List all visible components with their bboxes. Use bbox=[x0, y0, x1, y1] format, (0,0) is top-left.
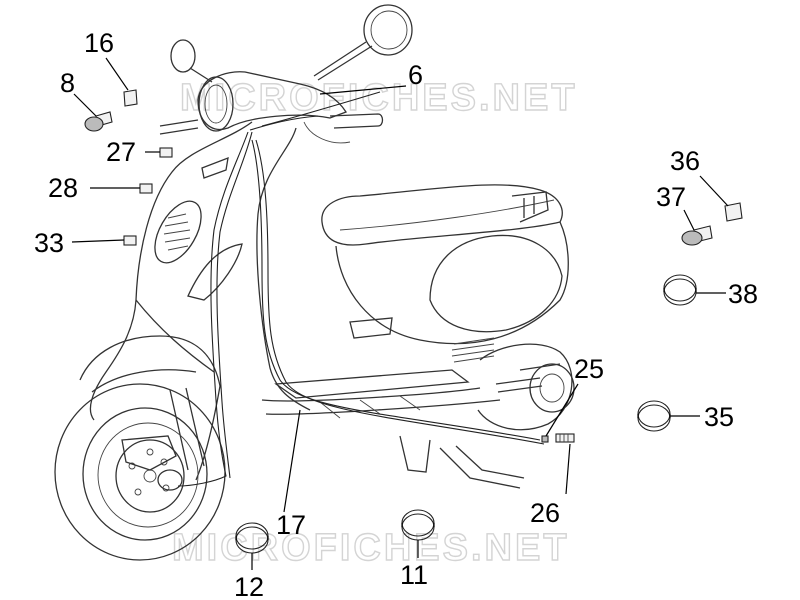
bolt-26 bbox=[555, 433, 575, 443]
callout-6: 6 bbox=[408, 60, 423, 90]
callout-33: 33 bbox=[34, 228, 64, 258]
front-shield bbox=[89, 121, 253, 421]
callout-28: 28 bbox=[48, 173, 78, 203]
clip-28 bbox=[139, 183, 153, 194]
watermark-top: MICROFICHES.NET bbox=[180, 77, 578, 119]
callout-12: 12 bbox=[234, 572, 264, 600]
clip-33 bbox=[123, 235, 137, 246]
front-fender bbox=[79, 335, 221, 481]
scooter-illustration bbox=[54, 4, 575, 561]
engine-cover bbox=[477, 343, 573, 431]
callout-16: 16 bbox=[84, 28, 114, 58]
side-panel bbox=[429, 234, 563, 333]
hose-clamp-35 bbox=[637, 400, 671, 432]
callout-36: 36 bbox=[670, 146, 700, 176]
throttle-cable bbox=[251, 139, 541, 441]
callout-11: 11 bbox=[400, 560, 428, 590]
callout-numbers: 16 8 6 27 28 33 36 37 38 25 35 26 17 12 … bbox=[34, 28, 758, 600]
callout-8: 8 bbox=[60, 68, 75, 98]
stand bbox=[399, 435, 431, 473]
rear-rack bbox=[511, 191, 549, 223]
leader-lines bbox=[71, 57, 729, 570]
left-mirror bbox=[170, 39, 196, 73]
callout-38: 38 bbox=[728, 279, 758, 309]
cable-harness bbox=[177, 91, 545, 487]
rear-body bbox=[335, 221, 569, 345]
handlebar-cover bbox=[197, 71, 347, 130]
front-badge bbox=[201, 156, 229, 179]
floorboard bbox=[274, 369, 470, 399]
rear-wheel-hub bbox=[529, 363, 575, 413]
callout-27: 27 bbox=[106, 137, 136, 167]
clip-27 bbox=[159, 147, 173, 158]
clip-nut-16 bbox=[123, 89, 138, 107]
callout-26: 26 bbox=[530, 498, 560, 528]
hose-clamp-38 bbox=[663, 274, 697, 306]
headlight bbox=[198, 76, 234, 132]
horn-grille bbox=[154, 200, 202, 264]
right-grip bbox=[329, 113, 384, 129]
callout-17: 17 bbox=[276, 510, 306, 540]
brake-cable bbox=[177, 131, 249, 487]
callout-37: 37 bbox=[656, 182, 686, 212]
brake-caliper bbox=[121, 435, 177, 471]
seat bbox=[321, 184, 563, 246]
front-indicator bbox=[187, 243, 243, 301]
callout-35: 35 bbox=[704, 402, 734, 432]
brake-disc bbox=[115, 439, 185, 513]
glovebox-latch bbox=[349, 317, 393, 339]
right-mirror bbox=[363, 4, 413, 56]
screw-37 bbox=[681, 225, 713, 246]
nut-25 bbox=[541, 435, 549, 443]
watermark-bottom: MICROFICHES.NET bbox=[172, 527, 570, 569]
screw-8 bbox=[84, 111, 113, 132]
clip-nut-36 bbox=[724, 202, 743, 222]
callout-25: 25 bbox=[574, 354, 604, 384]
